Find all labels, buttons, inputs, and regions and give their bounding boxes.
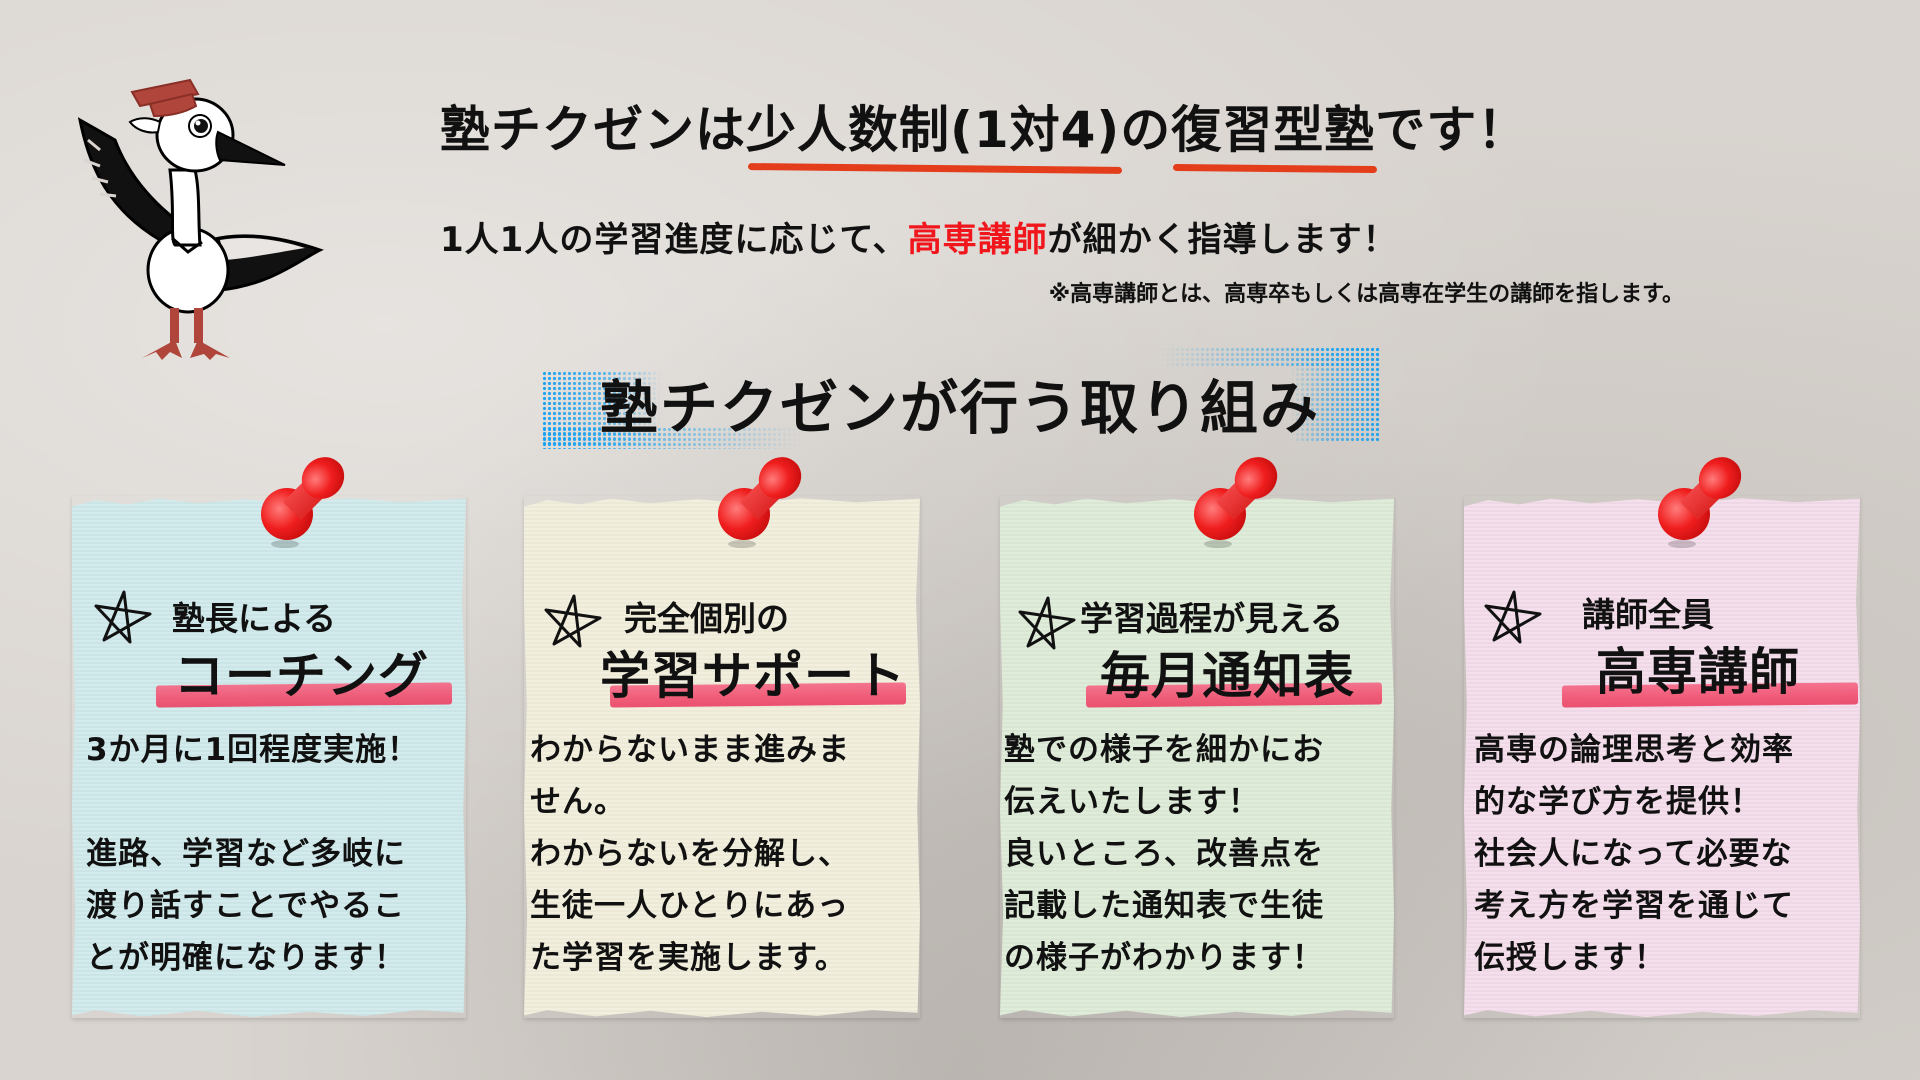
red-pushpin-icon — [1194, 457, 1278, 548]
section-title: 塾チクゼンが行う取り組み — [600, 374, 1321, 442]
card-subtitle: 塾長による — [172, 599, 337, 638]
main-headline: 塾チクゼンは少人数制(1対4)の復習型塾です！ — [440, 90, 1528, 162]
headline-text-1: 塾チクゼンは — [440, 101, 746, 159]
red-pushpin-icon — [1658, 457, 1742, 548]
headline-highlight-small-class: 少人数制(1対4) — [746, 90, 1120, 162]
hand-drawn-star-icon — [1018, 596, 1076, 650]
stork-mascot-illustration — [77, 78, 324, 360]
card-title: コーチング — [174, 647, 429, 705]
card-subtitle: 学習過程が見える — [1080, 599, 1344, 638]
feature-card-kosen-teachers: 講師全員 高専講師 高専の論理思考と効率 的な学び方を提供！ 社会人になって必要… — [1464, 457, 1860, 1018]
subline-text-1: 1人1人の学習進度に応じて、 — [440, 220, 908, 260]
note-paper — [1464, 498, 1860, 1017]
card-subtitle: 完全個別の — [624, 599, 789, 638]
sub-headline: 1人1人の学習進度に応じて、高専講師が細かく指導します！ — [440, 212, 1398, 261]
note-paper — [1000, 498, 1394, 1017]
subline-text-2: が細かく指導します！ — [1047, 220, 1398, 260]
card-body: わからないまま進みま せん。 わからないを分解し、 生徒一人ひとりにあっ た学習… — [530, 732, 850, 976]
feature-card-monthly-report: 学習過程が見える 毎月通知表 塾での様子を細かにお 伝えいたします！ 良いところ… — [1000, 457, 1394, 1018]
section-title-block: 塾チクゼンが行う取り組み — [540, 345, 1380, 453]
headline-text-3: です！ — [1375, 101, 1529, 159]
halftone-dots-decoration — [542, 427, 802, 449]
red-pushpin-icon — [261, 457, 345, 548]
card-body: 塾での様子を細かにお 伝えいたします！ 良いところ、改善点を 記載した通知表で生… — [1004, 732, 1324, 976]
card-subtitle: 講師全員 — [1582, 595, 1714, 634]
card-body: 3か月に1回程度実施！ 進路、学習など多岐に 渡り話すことでやるこ とが明確にな… — [86, 732, 420, 976]
card-title: 高専講師 — [1596, 643, 1800, 701]
note-paper — [72, 498, 466, 1017]
card-body: 高専の論理思考と効率 的な学び方を提供！ 社会人になって必要な 考え方を学習を通… — [1474, 732, 1794, 976]
card-title: 毎月通知表 — [1100, 647, 1355, 705]
footnote: ※高専講師とは、高専卒もしくは高専在学生の講師を指します。 — [1048, 282, 1684, 307]
hand-drawn-star-icon — [544, 594, 602, 648]
feature-card-coaching: 塾長による コーチング 3か月に1回程度実施！ 進路、学習など多岐に 渡り話すこ… — [72, 457, 466, 1018]
hand-drawn-star-icon — [1484, 590, 1542, 644]
halftone-dots-decoration — [1160, 347, 1380, 367]
headline-text-2: の — [1120, 101, 1172, 159]
subline-highlight-kosen-teacher: 高専講師 — [907, 220, 1048, 260]
card-title: 学習サポート — [600, 647, 906, 705]
feature-card-learning-support: 完全個別の 学習サポート わからないまま進みま せん。 わからないを分解し、 生… — [524, 457, 920, 1018]
red-pushpin-icon — [718, 457, 802, 548]
hand-drawn-star-icon — [94, 590, 152, 644]
headline-highlight-review-type: 復習型塾 — [1171, 90, 1375, 162]
note-paper — [524, 498, 920, 1017]
